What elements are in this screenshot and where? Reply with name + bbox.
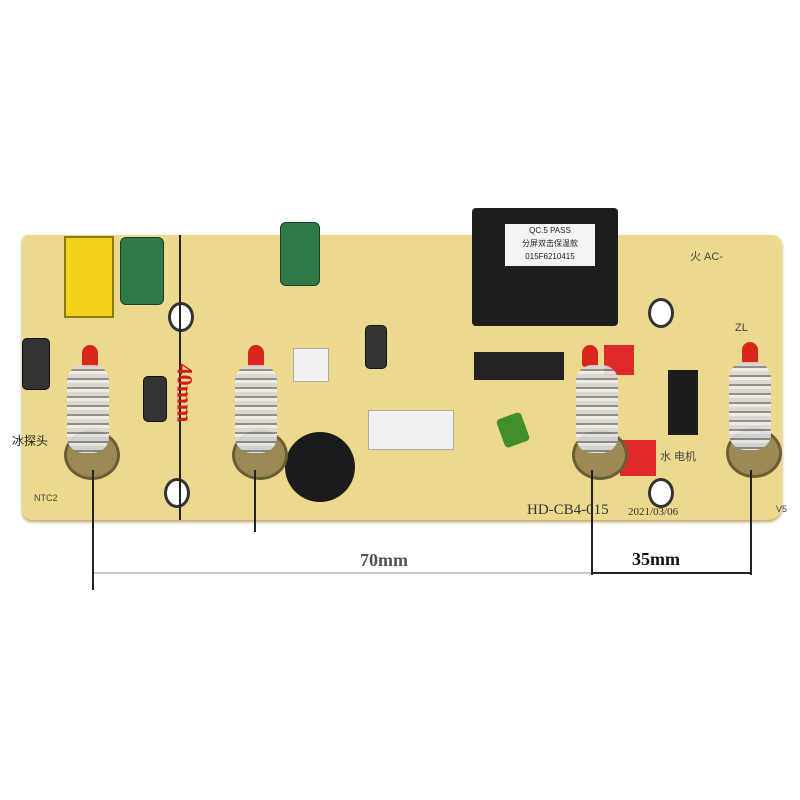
relay-label-line2: 分屏双击保温款 [522, 239, 578, 248]
dimension-line [254, 470, 256, 532]
capacitor [365, 325, 387, 369]
led [82, 345, 98, 367]
mounting-hole [168, 302, 194, 332]
dimension-line [92, 572, 592, 574]
led [248, 345, 264, 367]
relay-label-line1: QC.5 PASS [529, 226, 571, 235]
width-dimension-label: 70mm [360, 550, 408, 570]
dimension-line [92, 470, 94, 590]
spring-contact [576, 365, 618, 453]
connector [293, 348, 329, 382]
date-label: 2021/03/06 [628, 506, 679, 518]
ic-chip [474, 352, 564, 380]
height-dimension-label: 40mm [172, 363, 198, 423]
mounting-hole [648, 298, 674, 328]
relay-label-line3: 015F6210415 [525, 252, 575, 261]
spring-contact [729, 362, 771, 450]
spacing-dimension-label: 35mm [632, 549, 680, 569]
led [742, 342, 758, 364]
spring-contact [235, 365, 277, 453]
capacitor [22, 338, 50, 390]
ntc-label: NTC2 [34, 493, 58, 503]
zl-label: ZL [735, 322, 748, 334]
relay-label: QC.5 PASS 分屏双击保温款 015F6210415 [505, 224, 595, 266]
capacitor [120, 237, 164, 305]
capacitor [280, 222, 320, 286]
transistor [668, 370, 698, 435]
buzzer [285, 432, 355, 502]
transformer [64, 236, 114, 318]
motor-label: 水 电机 [660, 451, 697, 463]
ice-probe-label: 冰探头 [12, 434, 49, 448]
dimension-line [591, 470, 593, 575]
dimension-line [750, 470, 752, 575]
dimension-line [592, 572, 750, 574]
capacitor [143, 376, 167, 422]
mounting-hole [164, 478, 190, 508]
model-label: HD-CB4-015 [527, 502, 609, 518]
led [582, 345, 598, 367]
dimension-line [179, 235, 181, 520]
ac-label: 火 AC- [690, 251, 723, 263]
version-label: V5 [776, 504, 788, 514]
mounting-hole [648, 478, 674, 508]
connector [368, 410, 454, 450]
spring-contact [67, 365, 109, 453]
